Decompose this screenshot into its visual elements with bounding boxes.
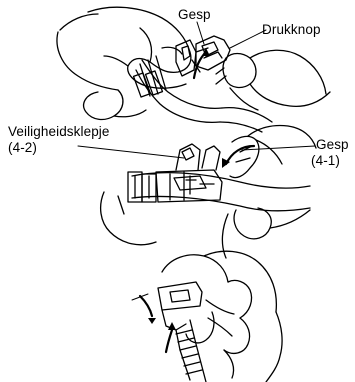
label-clasp-right-ref: (4-1) <box>311 153 340 168</box>
right-hand-thumb <box>223 54 256 88</box>
closing-arrow-left <box>140 296 152 316</box>
closing-arrow-up <box>166 330 172 352</box>
hand-bottom <box>162 255 228 282</box>
label-safety-flap: Veiligheidsklepje <box>8 124 110 139</box>
leader-safety-flap <box>78 146 184 158</box>
panel-3-close-clasp <box>132 251 282 382</box>
thumb-middle <box>234 208 271 239</box>
label-clasp-top: Gesp <box>178 7 211 22</box>
label-push-button: Drukknop <box>262 22 321 37</box>
label-clasp-right: Gesp <box>316 137 349 152</box>
label-safety-flap-ref: (4-2) <box>8 140 37 155</box>
panel-2-open-clasp <box>78 125 316 258</box>
clasp-bottom <box>158 282 202 310</box>
leader-clasp-top <box>197 22 204 44</box>
leader-push-button <box>230 30 266 48</box>
